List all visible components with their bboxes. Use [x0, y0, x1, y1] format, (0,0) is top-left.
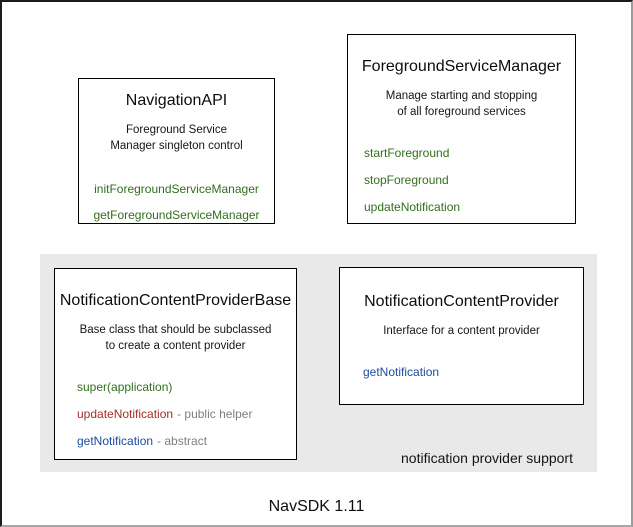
- method-name: getNotification: [77, 434, 154, 448]
- class-description-line: Interface for a content provider: [383, 325, 540, 337]
- class-description-line: Base class that should be subclassed: [79, 324, 272, 336]
- class-title: ForegroundServiceManager: [361, 58, 562, 75]
- class-box-navigation-api: NavigationAPI Foreground Service Manager…: [78, 78, 275, 224]
- method-name: updateNotification: [77, 407, 174, 421]
- panel-caption: notification provider support: [401, 450, 573, 466]
- class-title: NotificationContentProvider: [364, 293, 559, 310]
- class-description-line: Manage starting and stopping: [385, 90, 538, 102]
- class-title: NotificationContentProviderBase: [59, 292, 292, 309]
- method-list: initForegroundServiceManager getForegrou…: [79, 176, 274, 228]
- class-box-foreground-service-manager: ForegroundServiceManager Manage starting…: [347, 34, 576, 224]
- method-list: getNotification: [340, 359, 583, 385]
- diagram-caption: NavSDK 1.11: [268, 498, 365, 515]
- class-box-notification-content-provider-base: NotificationContentProviderBase Base cla…: [54, 268, 297, 460]
- class-description-line: Foreground Service: [126, 124, 227, 136]
- class-description-line: of all foreground services: [397, 105, 526, 118]
- method-name: updateNotification: [364, 200, 461, 214]
- method-name: startForeground: [364, 146, 450, 160]
- method-annotation: - abstract: [157, 434, 208, 448]
- method-name: super(application): [77, 380, 173, 394]
- method-list: startForeground stopForeground updateNot…: [348, 140, 575, 221]
- class-description: Interface for a content provider: [340, 324, 583, 340]
- class-box-notification-content-provider: NotificationContentProvider Interface fo…: [339, 267, 584, 405]
- class-description-line: to create a content provider: [105, 339, 246, 352]
- method-name: getNotification: [363, 364, 440, 379]
- notification-provider-support-panel: NotificationContentProviderBase Base cla…: [40, 254, 597, 472]
- method-name: stopForeground: [364, 173, 449, 187]
- class-title: NavigationAPI: [125, 92, 228, 109]
- method-name: getForegroundServiceManager: [93, 208, 260, 222]
- method-name: initForegroundServiceManager: [94, 182, 259, 196]
- class-description: Foreground Service Manager singleton con…: [79, 123, 274, 154]
- class-description: Manage starting and stopping of all fore…: [348, 89, 575, 120]
- class-description-line: Manager singleton control: [110, 139, 243, 152]
- method-list: super(application) updateNotification- p…: [55, 374, 296, 455]
- method-annotation: - public helper: [177, 407, 253, 421]
- class-description: Base class that should be subclassed to …: [55, 323, 296, 354]
